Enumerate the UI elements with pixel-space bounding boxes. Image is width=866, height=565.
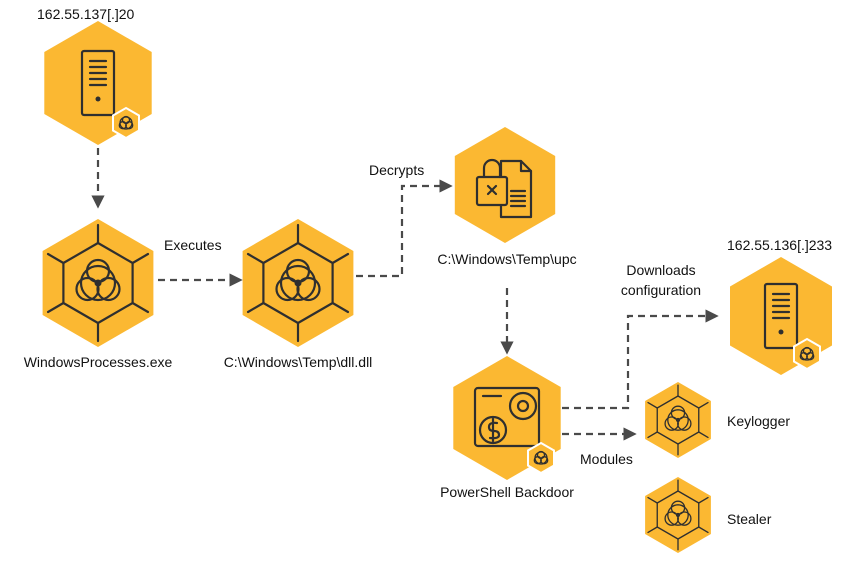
upc-file-node[interactable] xyxy=(454,127,556,243)
upc-label: C:\Windows\Temp\upc xyxy=(437,251,577,267)
c2-server-1-label: 162.55.137[.]20 xyxy=(37,6,135,22)
powershell-backdoor-node[interactable] xyxy=(453,356,561,480)
stealer-label: Stealer xyxy=(727,511,772,527)
keylogger-label: Keylogger xyxy=(727,413,791,429)
windows-processes-node[interactable] xyxy=(42,219,154,347)
executes-label: Executes xyxy=(164,237,222,253)
dll-label: C:\Windows\Temp\dll.dll xyxy=(223,354,373,370)
decrypts-label: Decrypts xyxy=(369,162,425,178)
downloads-label: Downloads xyxy=(626,262,696,278)
biohazard-icon xyxy=(112,107,140,139)
biohazard-icon xyxy=(527,442,555,474)
edge-downloads-config xyxy=(562,309,719,410)
c2-server-node-2[interactable] xyxy=(730,257,832,375)
c2-server-2-label: 162.55.136[.]233 xyxy=(727,237,833,253)
powershell-backdoor-label: PowerShell Backdoor xyxy=(440,484,574,500)
edge-decrypts xyxy=(356,179,453,278)
stealer-node[interactable] xyxy=(645,477,711,553)
biohazard-icon xyxy=(793,338,821,370)
modules-label: Modules xyxy=(580,451,633,467)
c2-server-node-1[interactable] xyxy=(44,21,152,145)
configuration-label: configuration xyxy=(620,282,702,298)
gears-dollar-icon xyxy=(473,386,541,448)
windows-processes-label: WindowsProcesses.exe xyxy=(23,354,173,370)
locked-file-icon xyxy=(475,158,533,219)
keylogger-node[interactable] xyxy=(645,382,711,458)
dll-node[interactable] xyxy=(242,219,354,347)
